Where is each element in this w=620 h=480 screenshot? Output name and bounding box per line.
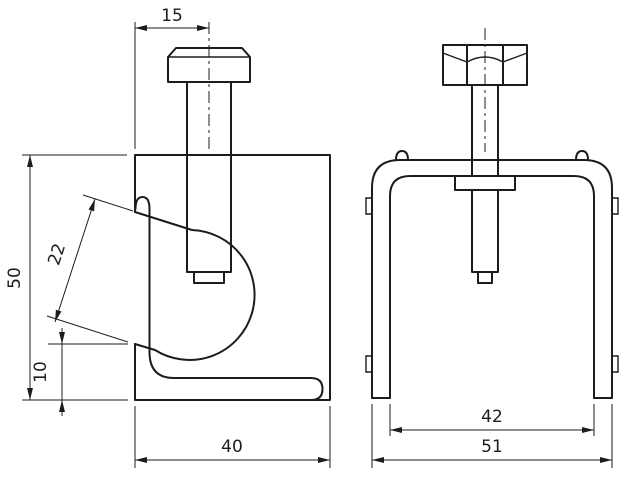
- strap-side-tabs: [365, 197, 619, 373]
- side-body-outline: [134, 154, 331, 401]
- dimension-label-22: 22: [44, 241, 70, 268]
- extension-lines: [134, 406, 331, 468]
- strap-side-profile: [134, 196, 324, 401]
- dimension-label-10: 10: [31, 361, 51, 383]
- arrowhead-icon: [88, 199, 95, 212]
- front-view: [365, 28, 619, 399]
- arrowhead-icon: [390, 427, 402, 433]
- arrowhead-icon: [582, 427, 594, 433]
- bolt-head-front: [442, 44, 528, 86]
- strap-top-tabs: [395, 150, 589, 161]
- side-view: [134, 22, 331, 401]
- bolt-seat-and-tip-front: [454, 175, 516, 284]
- dimension-label-50: 50: [5, 267, 25, 289]
- arrowhead-icon: [318, 457, 330, 463]
- arrowhead-icon: [372, 457, 384, 463]
- dimension-15: 15: [134, 6, 209, 149]
- bolt-tip-side: [186, 154, 232, 284]
- arrowhead-icon: [55, 309, 62, 322]
- arrowhead-icon: [135, 457, 147, 463]
- arrowhead-icon: [27, 388, 33, 400]
- dimension-line: [54, 198, 96, 323]
- dimension-label-42: 42: [481, 407, 503, 427]
- dimension-10: 10: [31, 328, 128, 416]
- extension-lines: [371, 404, 613, 468]
- strap-inner-outline: [389, 175, 595, 399]
- dimension-label-15: 15: [161, 6, 183, 26]
- extension-lines: [389, 404, 595, 436]
- dimension-label-51: 51: [481, 437, 503, 457]
- arrowhead-icon: [59, 332, 65, 344]
- extension-lines: [46, 194, 134, 343]
- arrowhead-icon: [27, 155, 33, 167]
- arrowhead-icon: [59, 400, 65, 412]
- strap-outer-outline: [371, 159, 613, 399]
- extension-lines: [22, 154, 128, 401]
- arrowhead-icon: [197, 25, 209, 31]
- dimension-42: 42: [389, 404, 595, 436]
- dimension-label-40: 40: [221, 437, 243, 457]
- arrowhead-icon: [600, 457, 612, 463]
- bolt-shank-side: [186, 81, 232, 156]
- bolt-shank-front: [471, 84, 499, 177]
- dimension-22: 22: [44, 194, 134, 343]
- hook-slot-outline: [134, 211, 256, 361]
- dimension-51: 51: [371, 404, 613, 468]
- dimension-40: 40: [134, 406, 331, 468]
- arrowhead-icon: [135, 25, 147, 31]
- dimension-50: 50: [5, 154, 128, 401]
